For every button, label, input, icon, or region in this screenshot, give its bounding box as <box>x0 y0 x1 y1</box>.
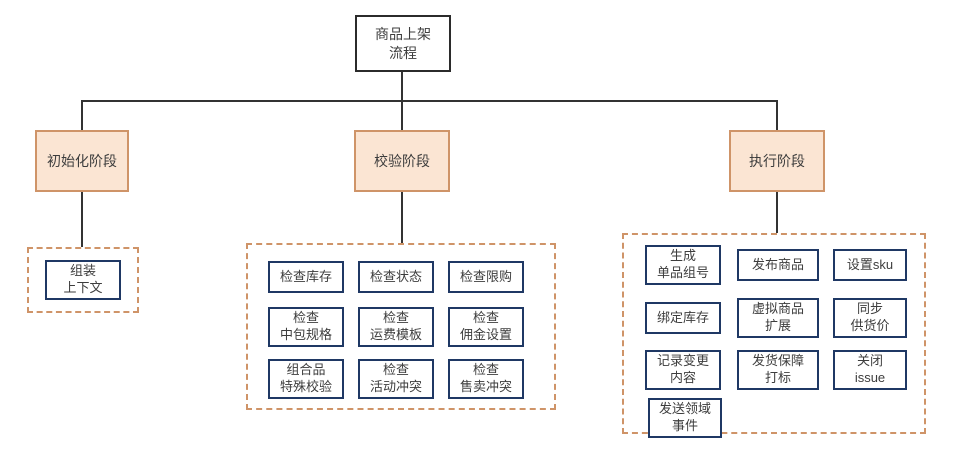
connector-drop-validation <box>401 102 403 130</box>
task-close-issue: 关闭 issue <box>833 350 907 390</box>
task-bind-inventory: 绑定库存 <box>645 302 721 334</box>
task-assemble-context: 组装 上下文 <box>45 260 121 300</box>
task-virtual-product-extension: 虚拟商品 扩展 <box>737 298 819 338</box>
phase-validation: 校验阶段 <box>354 130 450 192</box>
phase-init: 初始化阶段 <box>35 130 129 192</box>
task-send-domain-event: 发送领域 事件 <box>648 398 722 438</box>
connector-validation-to-group <box>401 192 403 243</box>
group-execution <box>622 233 926 434</box>
task-shipping-guarantee-tagging: 发货保障 打标 <box>737 350 819 390</box>
task-check-commission-setting: 检查 佣金设置 <box>448 307 524 347</box>
task-set-sku: 设置sku <box>833 249 907 281</box>
task-check-activity-conflict: 检查 活动冲突 <box>358 359 434 399</box>
task-generate-item-group-no: 生成 单品组号 <box>645 245 721 285</box>
task-sync-supply-price: 同步 供货价 <box>833 298 907 338</box>
task-check-package-spec: 检查 中包规格 <box>268 307 344 347</box>
task-check-inventory: 检查库存 <box>268 261 344 293</box>
root-node-product-listing-process: 商品上架 流程 <box>355 15 451 72</box>
connector-execution-to-group <box>776 192 778 233</box>
task-record-change-content: 记录变更 内容 <box>645 350 721 390</box>
task-check-purchase-limit: 检查限购 <box>448 261 524 293</box>
connector-horizontal-bus <box>81 100 778 102</box>
task-publish-product: 发布商品 <box>737 249 819 281</box>
group-init <box>27 247 139 313</box>
task-combo-special-validation: 组合品 特殊校验 <box>268 359 344 399</box>
connector-root-stub <box>401 72 403 102</box>
connector-drop-execution <box>776 102 778 130</box>
group-validation <box>246 243 556 410</box>
phase-execution: 执行阶段 <box>729 130 825 192</box>
task-check-status: 检查状态 <box>358 261 434 293</box>
task-check-sale-conflict: 检查 售卖冲突 <box>448 359 524 399</box>
connector-init-to-group <box>81 192 83 247</box>
connector-drop-init <box>81 102 83 130</box>
task-check-shipping-template: 检查 运费模板 <box>358 307 434 347</box>
